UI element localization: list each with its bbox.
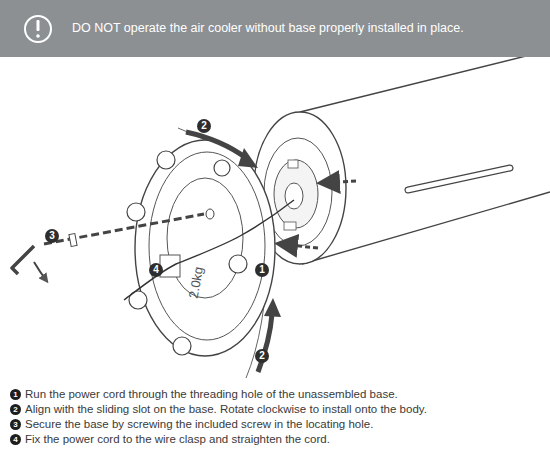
step-bullet: 3 [10, 419, 21, 430]
step-number: 4 [13, 435, 17, 444]
callout-number: 3 [49, 230, 55, 241]
step-text: Secure the base by screwing the included… [25, 417, 373, 431]
step-text: Align with the sliding slot on the base.… [25, 402, 427, 416]
warning-text: DO NOT operate the air cooler without ba… [72, 20, 542, 36]
callout-circle: 4 [149, 263, 163, 277]
callout-number: 4 [153, 264, 159, 275]
step-number: 3 [13, 420, 17, 429]
callout-circle: 1 [255, 263, 269, 277]
callout-number: 1 [259, 264, 265, 275]
step-number: 2 [13, 405, 17, 414]
step-number: 1 [13, 390, 17, 399]
warning-banner: DO NOT operate the air cooler without ba… [0, 0, 550, 57]
warning-icon [0, 0, 70, 58]
callout-number: 2 [201, 120, 207, 131]
step-text: Fix the power cord to the wire clasp and… [25, 432, 330, 446]
weight-marking: 2.0kg [186, 265, 206, 299]
step-bullet: 4 [10, 434, 21, 445]
callout-circle: 3 [45, 229, 59, 243]
callout-circle: 2 [255, 349, 269, 363]
callout-number: 2 [259, 350, 265, 361]
step-text: Run the power cord through the threading… [25, 387, 398, 401]
step-bullet: 2 [10, 404, 21, 415]
callout-circle: 2 [197, 119, 211, 133]
step-bullet: 1 [10, 389, 21, 400]
